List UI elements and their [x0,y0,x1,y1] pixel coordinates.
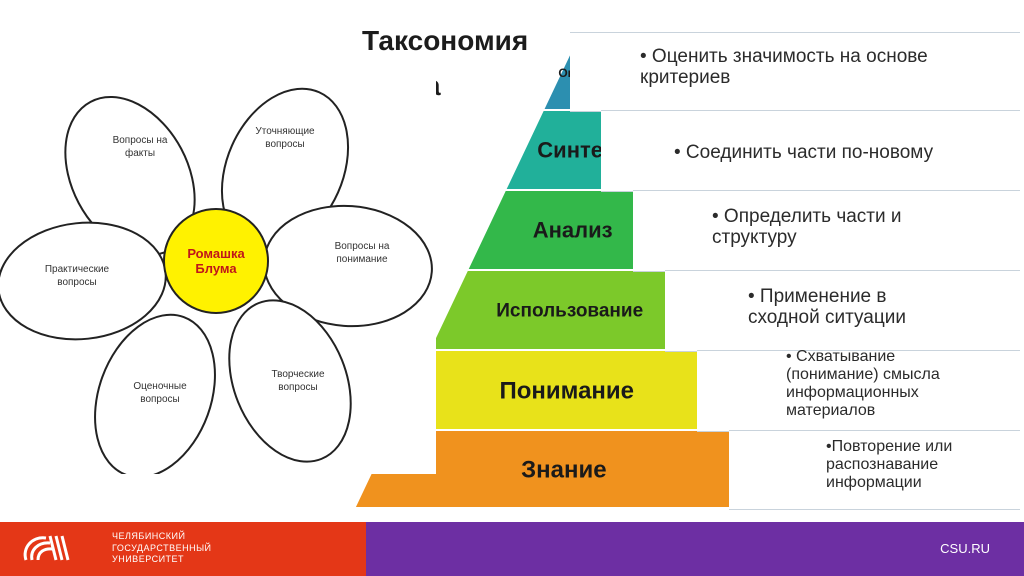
petal-label-creative: Творческие вопросы [271,369,325,393]
pyramid-row-box [633,190,1020,272]
pyramid-row-box [570,32,1020,112]
petal-label-clarifying: Уточняющие вопросы [255,126,315,150]
footer-red-section: ЧЕЛЯБИНСКИЙ ГОСУДАРСТВЕННЫЙ УНИВЕРСИТЕТ [0,522,366,576]
pyramid-row-box [729,430,1020,510]
pyramid-level-description: • Оценить значимость на основе критериев [640,46,928,89]
petal-label-evaluative: Оценочные вопросы [133,381,187,405]
chamomile-center [163,208,269,314]
pyramid-level-label: Понимание [499,377,634,404]
site-link[interactable]: CSU.RU [940,541,990,556]
footer-purple-section: CSU.RU [366,522,1024,576]
university-name: ЧЕЛЯБИНСКИЙ ГОСУДАРСТВЕННЫЙ УНИВЕРСИТЕТ [112,531,212,565]
petal-label-practical: Практические вопросы [44,264,110,288]
chamomile-flower [0,87,433,474]
pyramid-level-description: • Соединить части по-новому [674,142,934,163]
pyramid-level-description: • Применение в сходной ситуации [748,286,906,329]
petal-label-facts: Вопросы на факты [112,135,168,159]
bloom-chamomile-panel: Вопросы на факты Уточняющие вопросы Вопр… [0,56,436,474]
petal-3 [228,299,352,463]
pyramid-level-label: Знание [521,456,606,483]
pyramid-level-description: •Повторение или распознавание информации [826,438,953,491]
petal-4 [94,313,216,474]
pyramid-level-label: Анализ [533,218,613,243]
pyramid-level-label: Использование [496,301,643,322]
csu-logo-icon [23,535,70,561]
pyramid-level-description: • Определить части и структуру [712,206,902,249]
petal-label-understanding: Вопросы на понимание [334,241,390,265]
pyramid-level-description: • Схватывание (понимание) смысла информа… [786,348,940,419]
chamomile-center-label: Ромашка Блума [187,246,245,276]
slide-title: Таксономия [362,25,529,56]
pyramid-row-box [697,350,1020,432]
pyramid-row-box [601,110,1020,192]
footer-bar: ЧЕЛЯБИНСКИЙ ГОСУДАРСТВЕННЫЙ УНИВЕРСИТЕТ … [0,522,1024,576]
